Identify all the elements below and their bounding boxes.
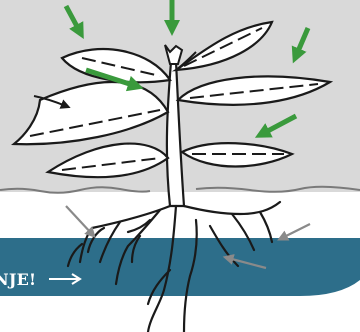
- long-right-arrow-icon: [48, 272, 82, 286]
- next-link-label: NJE!: [0, 270, 36, 289]
- next-link[interactable]: NJE!: [0, 264, 150, 294]
